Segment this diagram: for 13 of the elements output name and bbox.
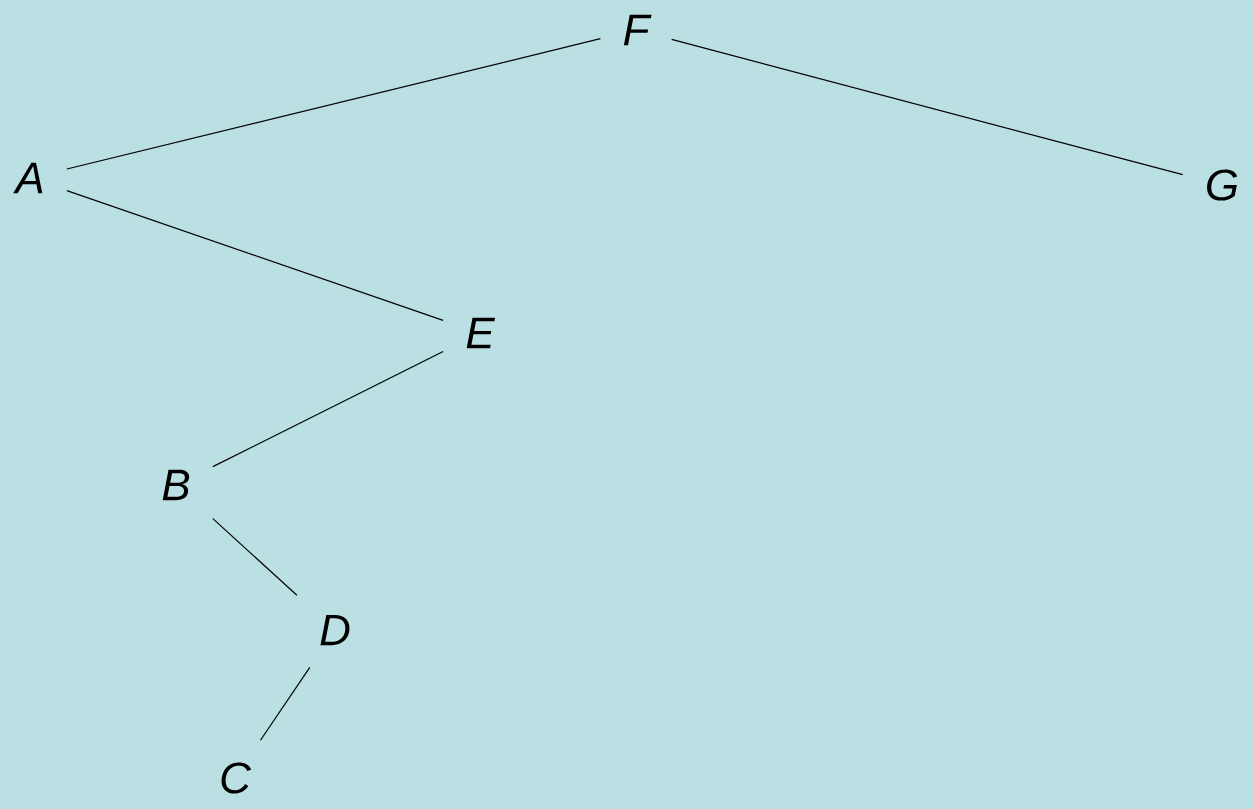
tree-edge bbox=[212, 518, 298, 596]
node-label: D bbox=[320, 614, 350, 646]
tree-edge bbox=[66, 190, 444, 321]
node-label: C bbox=[221, 762, 252, 794]
tree-edge bbox=[671, 38, 1184, 176]
tree-edge bbox=[259, 666, 311, 741]
node-label: E bbox=[466, 317, 496, 349]
node-label: F bbox=[623, 14, 652, 46]
node-label: B bbox=[162, 469, 190, 501]
tree-edge bbox=[66, 38, 601, 170]
node-label: A bbox=[13, 162, 43, 194]
tree-edge bbox=[212, 350, 444, 468]
node-label: G bbox=[1207, 169, 1238, 201]
